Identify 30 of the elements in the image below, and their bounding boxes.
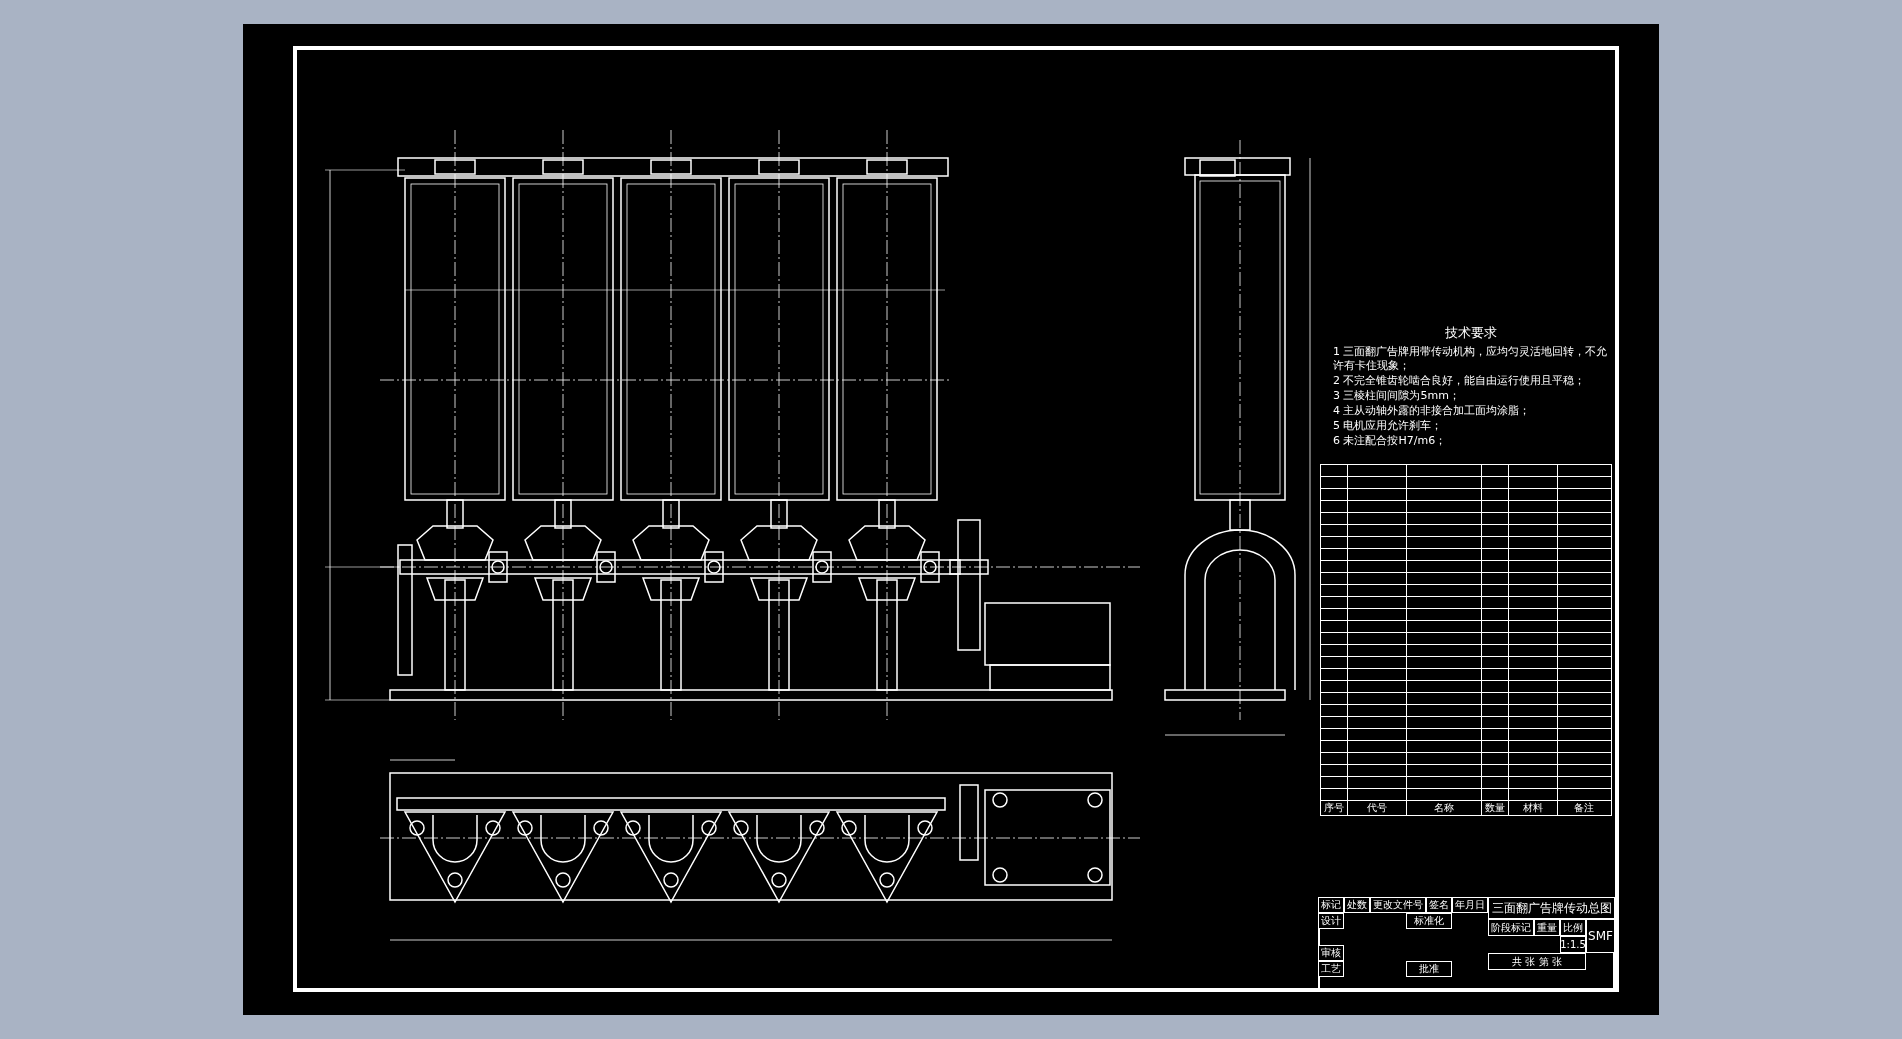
title-block-label: 比例 [1560,919,1586,936]
title-block-label: 阶段标记 [1488,919,1534,936]
column-heading: 序号 [1323,802,1344,813]
title-block-label: 更改文件号 [1370,897,1426,913]
requirement-note: 3 三棱柱间间隙为5mm； [1333,389,1461,404]
title-block-label: 共 张 第 张 [1488,953,1586,970]
title-block-label: 批准 [1406,961,1452,977]
title-block-label: 标记 [1318,897,1344,913]
title-block-label: 设计 [1318,913,1344,929]
requirement-note: 5 电机应用允许刹车； [1333,418,1444,434]
column-heading: 代号 [1366,802,1387,813]
title-block-label: 1:1.5 [1560,936,1586,953]
title-block-label: 标准化 [1406,913,1452,929]
title-block-label: SMF [1586,919,1615,953]
requirements-heading: 技术要求 [1443,324,1498,342]
column-heading: 数量 [1485,802,1506,813]
title-block-label: 工艺 [1318,961,1344,977]
drawing-title: 三面翻广告牌传动总图 [1488,897,1615,919]
requirement-note: 4 主从动轴外露的非接合加工面均涂脂； [1333,403,1532,419]
title-block-label: 审核 [1318,945,1344,961]
requirement-note: 6 未注配合按H7/m6； [1333,433,1448,449]
title-block-label: 签名 [1426,897,1452,913]
column-heading: 材料 [1522,802,1543,813]
title-block-label: 重量 [1534,919,1560,936]
column-heading: 备注 [1574,802,1595,813]
requirement-note: 2 不完全锥齿轮啮合良好，能自由运行使用且平稳； [1333,374,1587,390]
column-heading: 名称 [1434,802,1455,813]
requirement-note: 1 三面翻广告牌用带传动机构，应均匀灵活地回转，不允许有卡住现象； [1333,344,1608,375]
title-block-label: 年月日 [1452,897,1488,913]
title-block-label: 处数 [1344,897,1370,913]
